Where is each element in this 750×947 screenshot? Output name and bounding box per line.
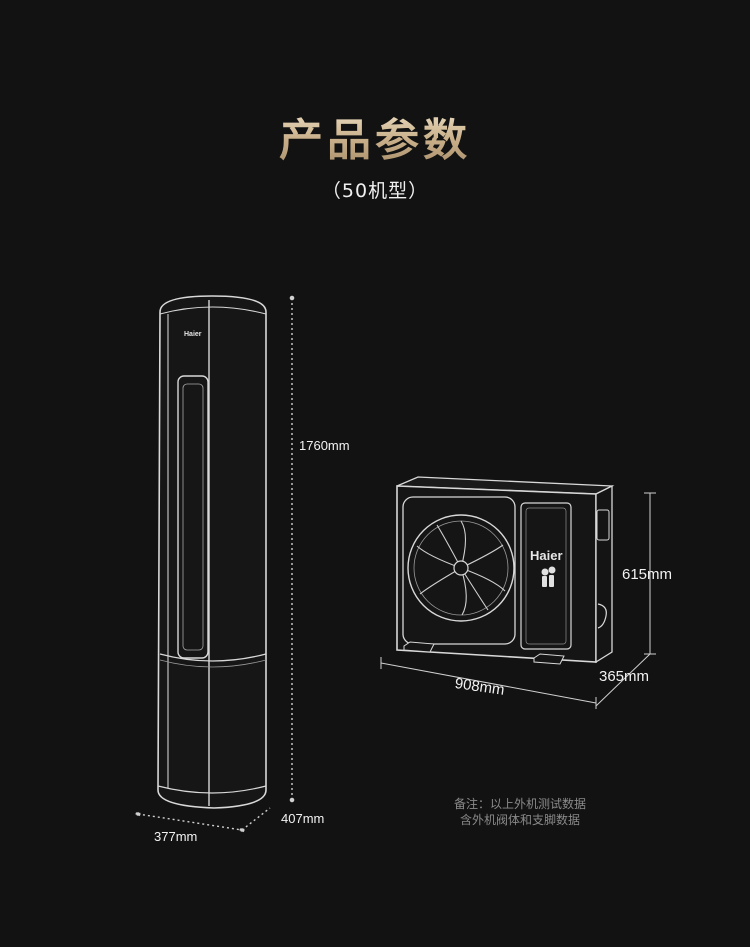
outdoor-height-label: 615mm (622, 566, 673, 583)
outdoor-depth-dimension-line (595, 653, 651, 707)
footnote-line-1: 备注：以上外机测试数据 (453, 797, 586, 811)
indoor-width-label: 377mm (154, 829, 198, 844)
brand-mascot-icon (541, 566, 556, 587)
page-title: 产品参数 (0, 104, 750, 168)
outdoor-brand-logo: Haier (530, 548, 563, 563)
indoor-height-label: 1760mm (299, 438, 350, 453)
indoor-footprint-dimension-lines (135, 807, 271, 833)
indoor-unit-illustration (157, 295, 267, 809)
outdoor-unit-illustration (396, 476, 615, 665)
indoor-height-dimension-line (289, 295, 295, 803)
footnote: 备注：以上外机测试数据 含外机阀体和支脚数据 (400, 796, 640, 828)
footnote-line-2: 含外机阀体和支脚数据 (459, 813, 580, 827)
indoor-depth-label: 407mm (281, 811, 325, 826)
page-subtitle: （50机型） (321, 180, 429, 202)
outdoor-depth-label: 365mm (599, 668, 650, 685)
outdoor-width-dimension-line (380, 657, 597, 709)
indoor-brand-logo: Haier (184, 331, 202, 338)
